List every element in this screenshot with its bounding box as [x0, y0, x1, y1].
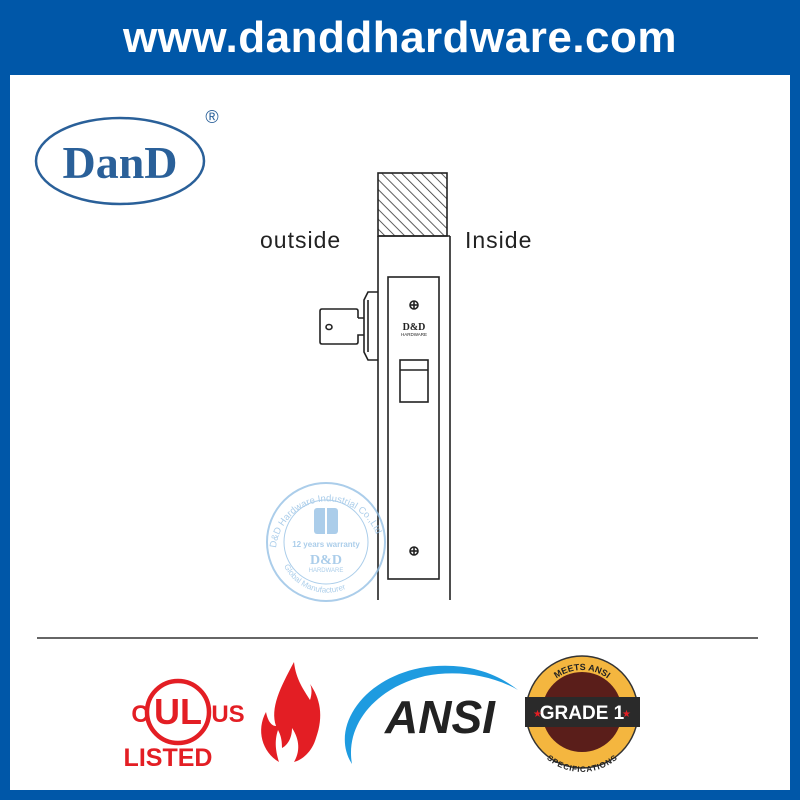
faceplate-sub: HARDWARE	[401, 332, 427, 337]
svg-text:UL: UL	[154, 691, 202, 732]
inside-label: Inside	[465, 227, 533, 253]
latch	[399, 359, 429, 403]
svg-text:C: C	[131, 701, 148, 728]
logo-text: DanD	[62, 137, 177, 188]
key-icon	[319, 308, 364, 345]
svg-text:★: ★	[533, 709, 542, 720]
grade1-seal: GRADE 1 ★ ★ MEETS ANSI SPECIFICATIONS	[525, 655, 640, 774]
ansi-logo: ANSI	[344, 665, 518, 764]
stamp-sub: HARDWARE	[309, 568, 344, 574]
warranty-stamp: D&D Hardware Industrial Co.,Ltd 12 years…	[266, 482, 386, 602]
ul-listed-logo: UL C US LISTED	[124, 678, 245, 772]
faceplate-brand: D&D	[403, 322, 426, 333]
dand-logo: DanD ®	[34, 107, 219, 206]
cylinder	[363, 291, 378, 361]
flame-icon	[261, 662, 321, 762]
outside-label: outside	[260, 227, 342, 253]
door-section-hatch	[377, 172, 448, 237]
website-banner: www.danddhardware.com	[0, 0, 800, 75]
website-url: www.danddhardware.com	[122, 12, 678, 62]
stamp-warranty: 12 years warranty	[292, 540, 360, 549]
screw-icon	[409, 300, 419, 310]
lock-diagram	[319, 172, 451, 600]
svg-text:LISTED: LISTED	[124, 744, 213, 772]
svg-text:GRADE 1: GRADE 1	[540, 703, 625, 724]
screw-icon	[409, 546, 419, 556]
faceplate	[387, 276, 440, 580]
registered-mark: ®	[205, 107, 218, 127]
svg-text:US: US	[211, 701, 244, 728]
svg-text:ANSI: ANSI	[384, 691, 496, 743]
svg-text:★: ★	[622, 709, 631, 720]
stamp-brand: D&D	[310, 553, 342, 568]
